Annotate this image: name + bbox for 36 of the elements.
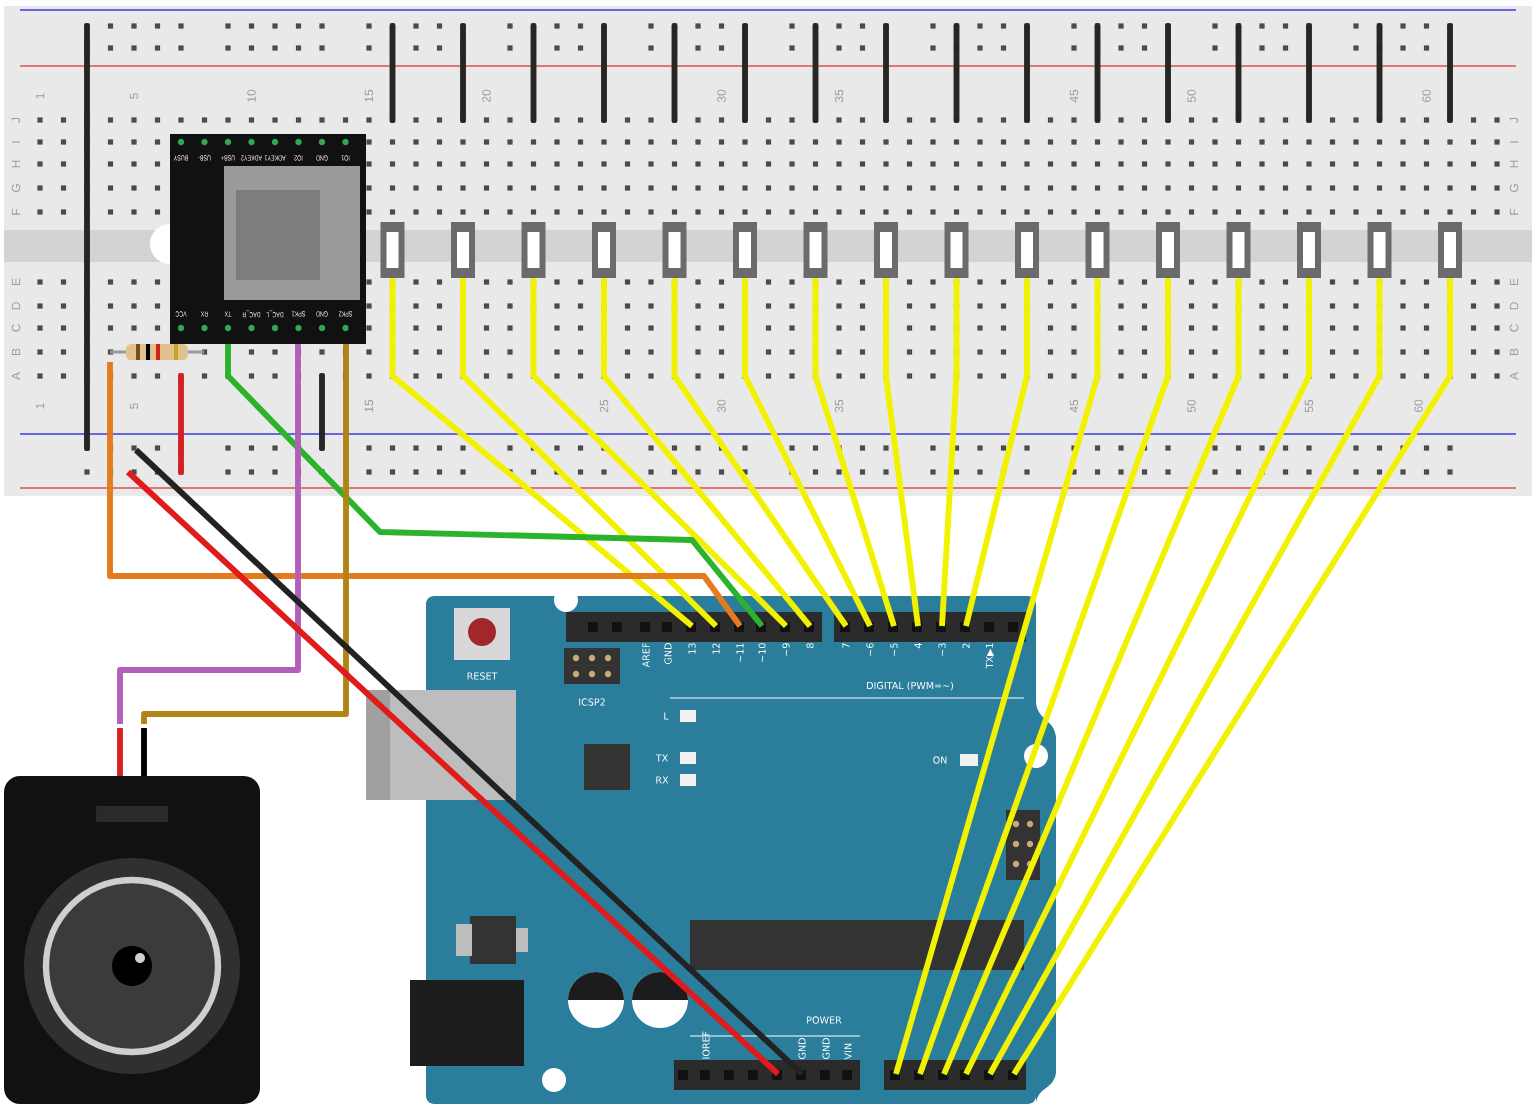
wire xyxy=(601,278,813,628)
push-button xyxy=(1015,222,1039,278)
push-button xyxy=(1297,222,1321,278)
push-button xyxy=(1085,222,1110,278)
wire xyxy=(812,278,897,627)
resistor xyxy=(110,344,204,360)
push-button xyxy=(521,222,546,278)
wire xyxy=(225,344,765,628)
push-button xyxy=(662,222,687,278)
push-button xyxy=(1226,222,1251,278)
push-button xyxy=(803,222,828,278)
wire xyxy=(460,278,719,629)
push-button xyxy=(451,222,475,278)
push-button xyxy=(733,222,757,278)
wire xyxy=(530,278,789,629)
wire xyxy=(141,344,349,724)
wire xyxy=(963,278,1312,1076)
push-button xyxy=(1367,222,1392,278)
wire xyxy=(117,344,301,724)
wire xyxy=(742,278,873,628)
wire xyxy=(963,278,1030,627)
wire xyxy=(939,278,960,627)
speaker-drawing xyxy=(4,728,260,1104)
wire xyxy=(671,278,849,628)
push-button xyxy=(874,222,898,278)
push-button xyxy=(944,222,969,278)
wire xyxy=(987,278,1383,1076)
wire xyxy=(389,278,694,629)
wire xyxy=(883,278,921,627)
wire xyxy=(1011,278,1453,1076)
wire xyxy=(107,362,743,628)
wire xyxy=(941,278,1242,1076)
push-button xyxy=(1438,222,1462,278)
push-button xyxy=(592,222,616,278)
push-button xyxy=(380,222,405,278)
push-button xyxy=(1156,222,1180,278)
